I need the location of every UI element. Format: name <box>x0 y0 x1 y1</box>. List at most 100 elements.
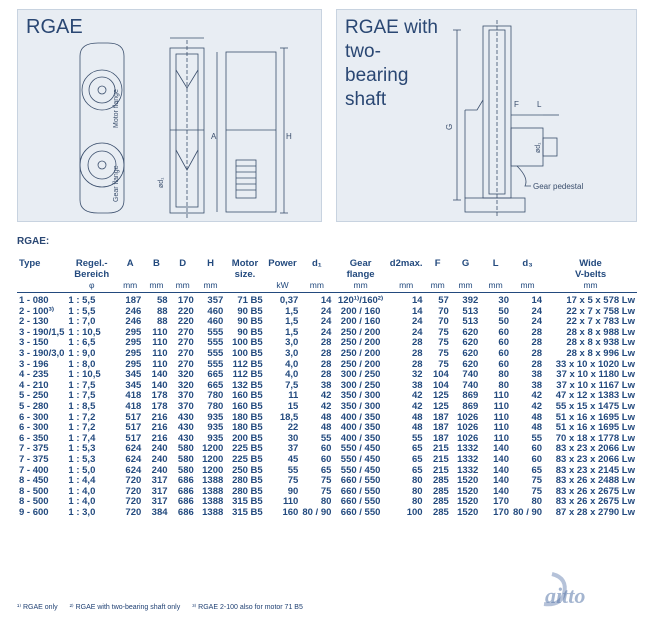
shaft-diameter-label: ød₁ <box>158 177 165 188</box>
table-cell: 350 / 300 <box>340 400 381 412</box>
table-cell: 90 B5 <box>237 316 263 328</box>
table-cell: 24 <box>411 316 423 328</box>
table-cell: 80 <box>411 485 423 497</box>
table-cell: 75 <box>438 326 449 338</box>
table-cell: 140 <box>493 485 509 497</box>
table-cell: 140 <box>151 379 168 391</box>
column-header: Type <box>19 258 41 269</box>
table-cell: 51 x 16 x 1695 Lw <box>555 411 635 423</box>
table-cell: 32 <box>411 369 423 381</box>
table-cell: 22 x 7 x 758 Lw <box>566 305 635 317</box>
table-cell: 170 <box>177 295 194 306</box>
table-cell: 1200 <box>202 443 224 455</box>
table-cell: 935 <box>207 411 224 423</box>
table-cell: 624 <box>125 453 142 465</box>
table-cell: 280 B5 <box>232 475 263 487</box>
table-cell: 28 x 8 x 988 Lw <box>566 326 635 338</box>
table-cell: 55 <box>287 464 299 476</box>
table-cell: 110 <box>152 326 168 338</box>
table-cell: 4 - 210 <box>19 379 49 391</box>
table-cell: 460 <box>207 305 224 317</box>
table-cell: 83 x 26 x 2675 Lw <box>555 485 635 497</box>
table-cell: 104 <box>432 369 449 381</box>
table-cell: 38 <box>411 379 423 391</box>
table-cell: 18,5 <box>279 411 299 423</box>
table-cell: 140 <box>493 453 509 465</box>
table-cell: 110 <box>152 337 168 349</box>
table-cell: 42 <box>531 400 543 412</box>
column-header: L <box>492 258 499 269</box>
table-cell: 187 <box>125 295 142 306</box>
table-cell: 555 <box>207 337 224 349</box>
table-cell: 140 <box>493 464 509 476</box>
table-cell: 660 / 550 <box>340 496 381 508</box>
table-cell: 317 <box>151 496 168 508</box>
table-cell: 110 <box>493 422 509 434</box>
table-cell: 780 <box>207 390 224 402</box>
table-cell: 460 <box>207 316 224 328</box>
column-unit: mm <box>143 280 170 293</box>
column-header: Motor size. <box>231 258 259 280</box>
table-cell: 14 <box>531 295 543 306</box>
table-cell: 200 B5 <box>232 432 263 444</box>
table-cell: 620 <box>462 326 479 338</box>
table-cell: 42 <box>320 390 332 402</box>
table-cell: 780 <box>207 400 224 412</box>
table-cell: 246 <box>125 316 142 328</box>
column-header: D <box>179 258 187 269</box>
footnote-1: ¹⁾ RGAE only <box>17 604 58 611</box>
table-cell: 80 <box>531 496 543 508</box>
column-unit: mm <box>480 280 511 293</box>
table-cell: 4,0 <box>285 358 299 370</box>
table-cell: 170 <box>493 496 509 508</box>
table-cell: 17 x 5 x 578 Lw <box>566 295 635 306</box>
table-cell: 270 <box>177 337 194 349</box>
table-cell: 280 B5 <box>232 485 263 497</box>
table-cell: 80 <box>411 496 423 508</box>
table-cell: 28 <box>411 358 423 370</box>
table-cell: 48 <box>531 422 543 434</box>
table-cell: 1 : 8,5 <box>68 400 96 412</box>
panel-title: RGAE with two- bearing shaft <box>345 17 438 110</box>
table-cell: 187 <box>432 411 449 423</box>
table-cell: 110 <box>493 390 509 402</box>
column-unit: mm <box>511 280 545 293</box>
shaft-diameter-label: ød₁ <box>535 142 542 153</box>
table-cell: 60 <box>320 443 332 455</box>
table-cell: 250 / 200 <box>340 337 381 349</box>
table-cell: 58 <box>156 295 168 306</box>
table-cell: 215 <box>432 453 449 465</box>
column-header: F <box>434 258 441 269</box>
table-cell: 720 <box>125 485 142 497</box>
table-cell: 1520 <box>457 485 479 497</box>
column-header: Regel.- Bereich <box>74 258 110 280</box>
dimension-a-label: A <box>211 132 217 141</box>
table-cell: 28 <box>531 337 543 349</box>
two-bearing-technical-drawing <box>453 20 559 216</box>
table-cell: 1,5 <box>285 316 299 328</box>
column-header: Gear flange <box>346 258 375 280</box>
column-unit: mm <box>300 280 334 293</box>
table-cell: 80 / 90 <box>302 506 332 518</box>
table-cell: 140 <box>151 369 168 381</box>
table-cell: 60 <box>498 358 509 370</box>
table-cell: 1026 <box>457 411 479 423</box>
gear-flange-label: Gear flange <box>113 165 120 202</box>
table-cell: 55 <box>411 432 423 444</box>
column-header: Wide V-belts <box>574 258 607 280</box>
table-cell: 42 <box>531 390 543 402</box>
gear-pedestal-label: Gear pedestal <box>533 182 584 191</box>
column-unit: mm <box>333 280 388 293</box>
table-cell: 686 <box>177 485 194 497</box>
column-unit: φ <box>66 280 118 293</box>
footnotes: ¹⁾ RGAE only ²⁾ RGAE with two-bearing sh… <box>17 603 313 611</box>
table-cell: 28 <box>320 337 332 349</box>
table-cell: 225 B5 <box>232 443 263 455</box>
